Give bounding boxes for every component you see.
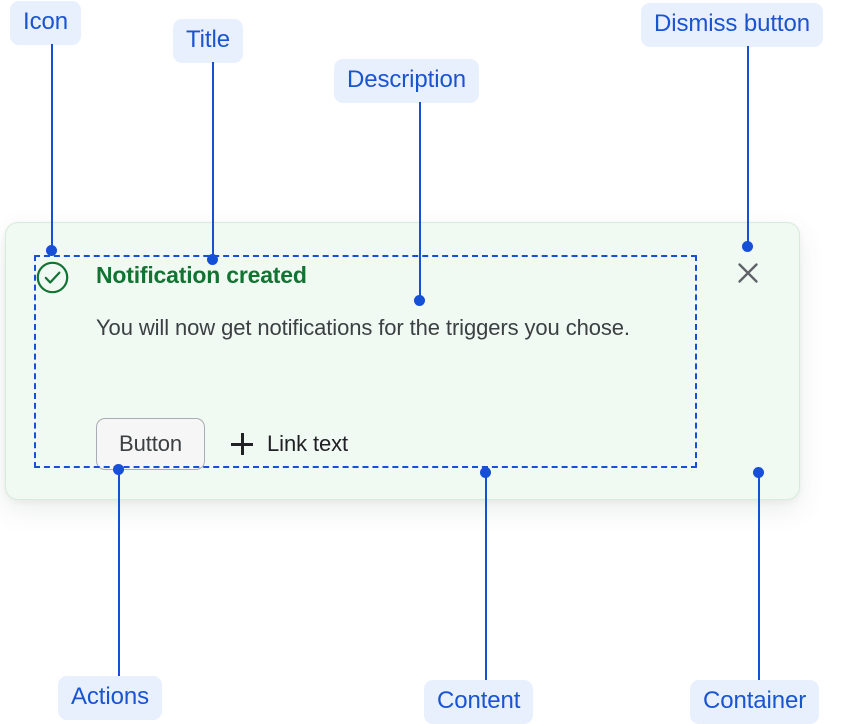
primary-action-button[interactable]: Button xyxy=(96,418,206,470)
link-action[interactable]: Link text xyxy=(231,431,348,457)
annotation-label-dismiss-button: Dismiss button xyxy=(641,3,823,47)
notification-title: Notification created xyxy=(96,262,307,288)
annotation-label-container: Container xyxy=(690,680,820,724)
leader-line-dismiss-button xyxy=(747,46,749,246)
notification-description: You will now get notifications for the t… xyxy=(96,315,630,340)
annotation-label-title: Title xyxy=(173,19,243,63)
leader-dot-actions xyxy=(113,464,124,475)
leader-line-icon xyxy=(51,44,53,250)
leader-dot-title xyxy=(207,254,218,265)
annotation-label-description: Description xyxy=(334,59,479,103)
leader-line-container xyxy=(758,474,760,680)
leader-dot-dismiss-button xyxy=(742,241,753,252)
leader-dot-container xyxy=(753,467,764,478)
check-circle-icon xyxy=(36,261,69,294)
leader-dot-content xyxy=(480,467,491,478)
leader-line-title xyxy=(212,62,214,259)
dismiss-button[interactable] xyxy=(733,258,763,288)
leader-line-actions xyxy=(118,470,120,676)
annotation-label-icon: Icon xyxy=(10,1,81,45)
link-action-label: Link text xyxy=(267,431,349,456)
plus-icon xyxy=(231,433,254,455)
leader-line-content xyxy=(485,474,487,680)
notification-actions: Button Link text xyxy=(96,418,348,470)
leader-dot-icon xyxy=(46,245,57,256)
leader-line-description xyxy=(419,102,421,299)
leader-dot-description xyxy=(414,295,425,306)
annotation-label-actions: Actions xyxy=(58,676,163,720)
annotation-label-content: Content xyxy=(424,680,534,724)
